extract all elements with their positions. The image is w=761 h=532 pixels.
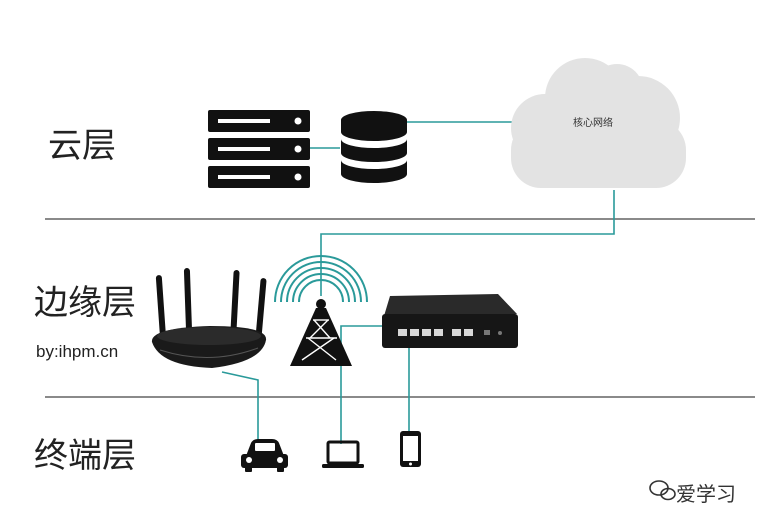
database-icon: [341, 111, 407, 183]
cloud-icon: [511, 58, 686, 188]
wireless-router-icon: [151, 268, 267, 368]
smartphone-icon: [400, 431, 421, 467]
connector-cloud-tower: [320, 190, 615, 296]
wechat-icon: [649, 480, 676, 501]
cloud-label: 核心网络: [573, 118, 613, 129]
server-rack-icon: [208, 110, 310, 188]
car-icon: [241, 439, 288, 472]
layer-label-edge: 边缘层: [34, 283, 136, 323]
network-switch-icon: [382, 294, 518, 348]
watermark-text: 爱学习: [676, 482, 736, 506]
connectors: [221, 121, 615, 444]
connector-switch-laptop: [340, 325, 388, 444]
layer-label-cloud: 云层: [48, 126, 116, 166]
credit-text: by:ihpm.cn: [36, 342, 119, 361]
cell-tower-icon: [274, 255, 368, 366]
connector-router-car: [221, 371, 259, 444]
layer-label-terminal: 终端层: [34, 436, 136, 476]
laptop-icon: [322, 440, 364, 468]
